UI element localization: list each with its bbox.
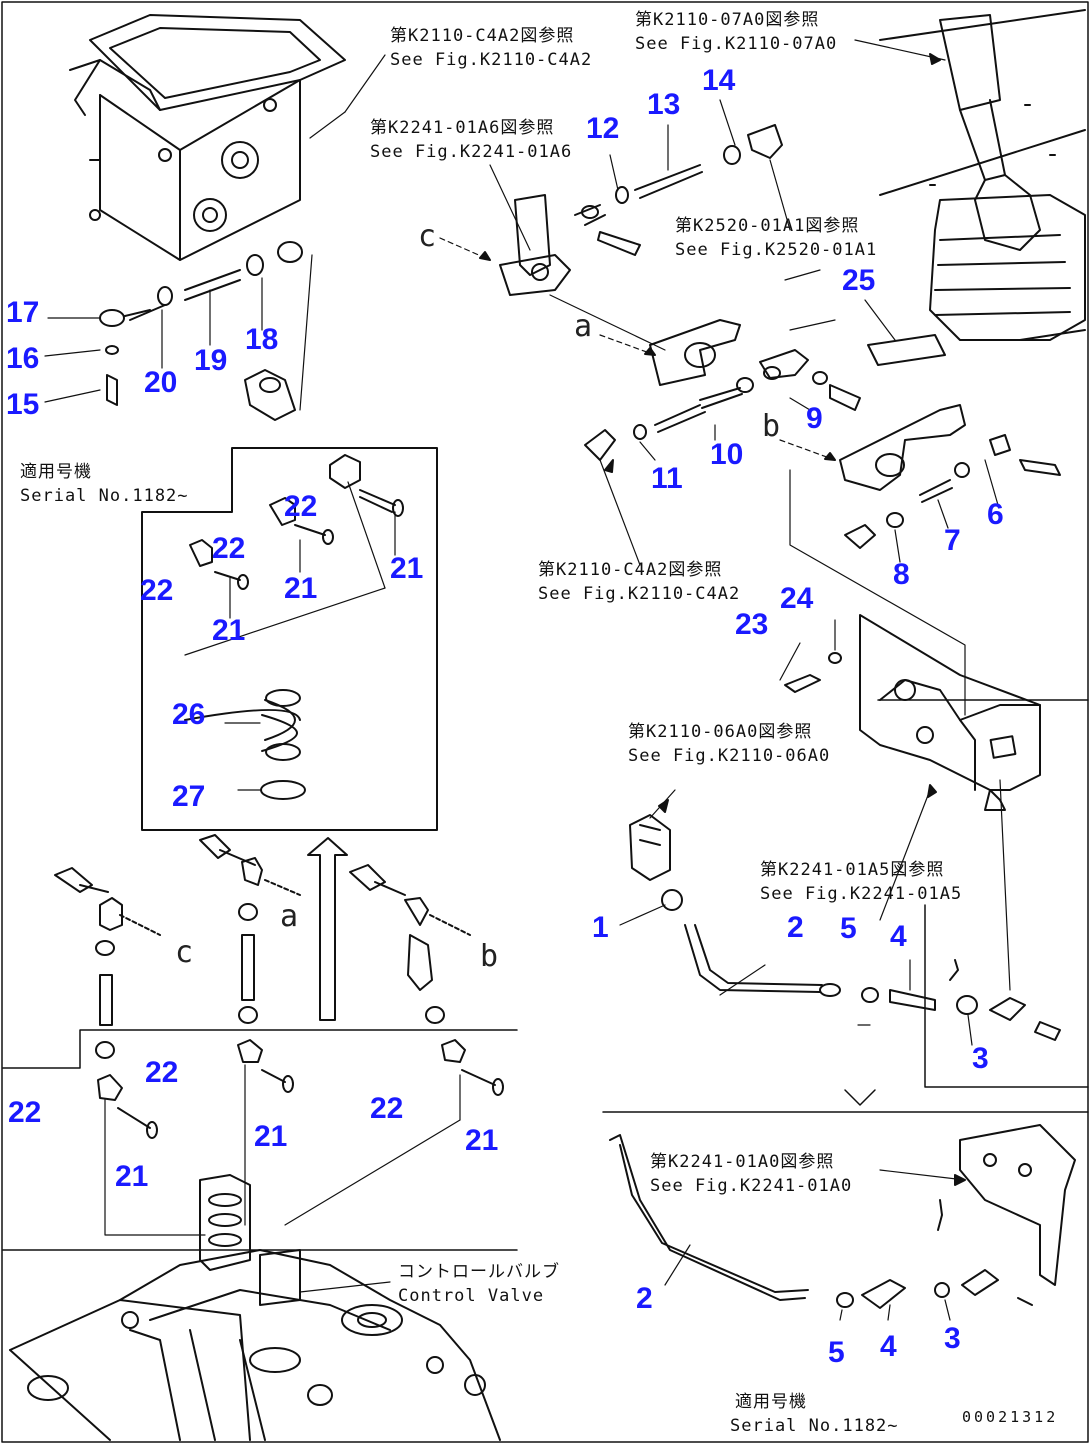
rod-assembly-lower — [609, 1124, 1076, 1321]
ref-k2520-jp: 第K2520-01A1図参照 — [675, 216, 860, 236]
serial-en-2: Serial No.1182~ — [730, 1416, 899, 1436]
callout-14: 14 — [702, 64, 736, 97]
callout-22: 22 — [370, 1092, 404, 1125]
callout-22: 22 — [140, 574, 174, 607]
lever-c — [549, 294, 861, 411]
view-letter-b-right: b — [762, 409, 781, 444]
callout-21: 21 — [254, 1120, 288, 1153]
callout-22: 22 — [145, 1056, 179, 1089]
callout-11: 11 — [651, 462, 683, 495]
linkage-group-upper — [439, 99, 791, 296]
ref-topleft-en: See Fig.K2110-C4A2 — [390, 50, 593, 70]
view-letter-a-low: a — [280, 899, 299, 934]
ref-top-jp: 第K2110-07A0図参照 — [635, 10, 820, 30]
callout-5: 5 — [840, 912, 857, 945]
callout-4: 4 — [880, 1330, 897, 1363]
callout-5: 5 — [828, 1336, 845, 1369]
callout-17: 17 — [6, 296, 40, 329]
ref-k2520-en: See Fig.K2520-01A1 — [675, 240, 878, 260]
serial-jp-2: 適用号機 — [735, 1392, 807, 1412]
callout-21: 21 — [284, 572, 318, 605]
callout-16: 16 — [6, 342, 40, 375]
callout-21: 21 — [115, 1160, 149, 1193]
ref-topleft-jp: 第K2110-C4A2図参照 — [390, 26, 575, 46]
linkage-group-left — [99, 241, 303, 421]
ref-k2241-a5-jp: 第K2241-01A5図参照 — [760, 860, 945, 880]
serial-box-upper — [141, 447, 438, 831]
ref-k2241-jp: 第K2241-01A6図参照 — [370, 118, 555, 138]
callout-21: 21 — [212, 614, 246, 647]
ref-k2241-a5-en: See Fig.K2241-01A5 — [760, 884, 963, 904]
callout-26: 26 — [172, 698, 206, 731]
ref-k2241-en: See Fig.K2241-01A6 — [370, 142, 573, 162]
callout-18: 18 — [245, 323, 279, 356]
callout-22: 22 — [8, 1096, 42, 1129]
view-parts-b — [349, 864, 471, 1024]
callout-8: 8 — [893, 558, 910, 591]
callout-15: 15 — [6, 388, 40, 421]
rod-assembly-upper — [619, 779, 1061, 1046]
decal-25 — [867, 334, 946, 366]
callout-2: 2 — [787, 911, 804, 944]
view-parts-a — [199, 834, 301, 1024]
callout-20: 20 — [144, 366, 178, 399]
drawing-code: 00021312 — [962, 1408, 1059, 1426]
ref-k2110-06-jp: 第K2110-06A0図参照 — [628, 722, 813, 742]
callout-21: 21 — [465, 1124, 499, 1157]
callout-23: 23 — [735, 608, 769, 641]
callout-3: 3 — [972, 1042, 989, 1075]
callout-6: 6 — [987, 498, 1004, 531]
bracket-assembly — [779, 614, 1041, 811]
callout-4: 4 — [890, 920, 907, 953]
callout-27: 27 — [172, 780, 206, 813]
gear-lever — [854, 9, 1086, 341]
parts-9-11 — [584, 366, 811, 566]
callout-12: 12 — [586, 112, 620, 145]
lever-b — [779, 404, 1061, 563]
view-parts-c — [54, 867, 161, 1059]
view-letter-b-low: b — [480, 939, 499, 974]
callout-19: 19 — [194, 344, 228, 377]
view-letter-c-top: c — [418, 219, 437, 254]
callout-7: 7 — [944, 524, 961, 557]
control-valve-jp: コントロールバルブ — [398, 1262, 560, 1282]
callout-24: 24 — [780, 582, 814, 615]
callout-21: 21 — [390, 552, 424, 585]
control-valve — [9, 1174, 501, 1441]
up-arrow — [307, 837, 348, 1021]
view-letter-a-mid: a — [574, 309, 593, 344]
callout-9: 9 — [806, 402, 823, 435]
ref-top-en: See Fig.K2110-07A0 — [635, 34, 838, 54]
callout-2: 2 — [636, 1282, 653, 1315]
ref-k2241-a0-jp: 第K2241-01A0図参照 — [650, 1152, 835, 1172]
view-letter-c-low: c — [175, 935, 194, 970]
linkage-group-lower — [97, 1039, 504, 1236]
housing-assembly — [69, 14, 346, 261]
callout-22: 22 — [284, 490, 318, 523]
ref-k2110-06-en: See Fig.K2110-06A0 — [628, 746, 831, 766]
ref-k2241-a0-en: See Fig.K2241-01A0 — [650, 1176, 853, 1196]
ref-mid-jp: 第K2110-C4A2図参照 — [538, 560, 723, 580]
callout-1: 1 — [592, 911, 609, 944]
callout-3: 3 — [944, 1322, 961, 1355]
control-valve-en: Control Valve — [398, 1286, 545, 1306]
ref-mid-en: See Fig.K2110-C4A2 — [538, 584, 741, 604]
serial-en-1: Serial No.1182~ — [20, 486, 189, 506]
callout-10: 10 — [710, 438, 744, 471]
callout-13: 13 — [647, 88, 681, 121]
callout-25: 25 — [842, 264, 876, 297]
serial-jp-1: 適用号機 — [20, 462, 92, 482]
callout-22: 22 — [212, 532, 246, 565]
